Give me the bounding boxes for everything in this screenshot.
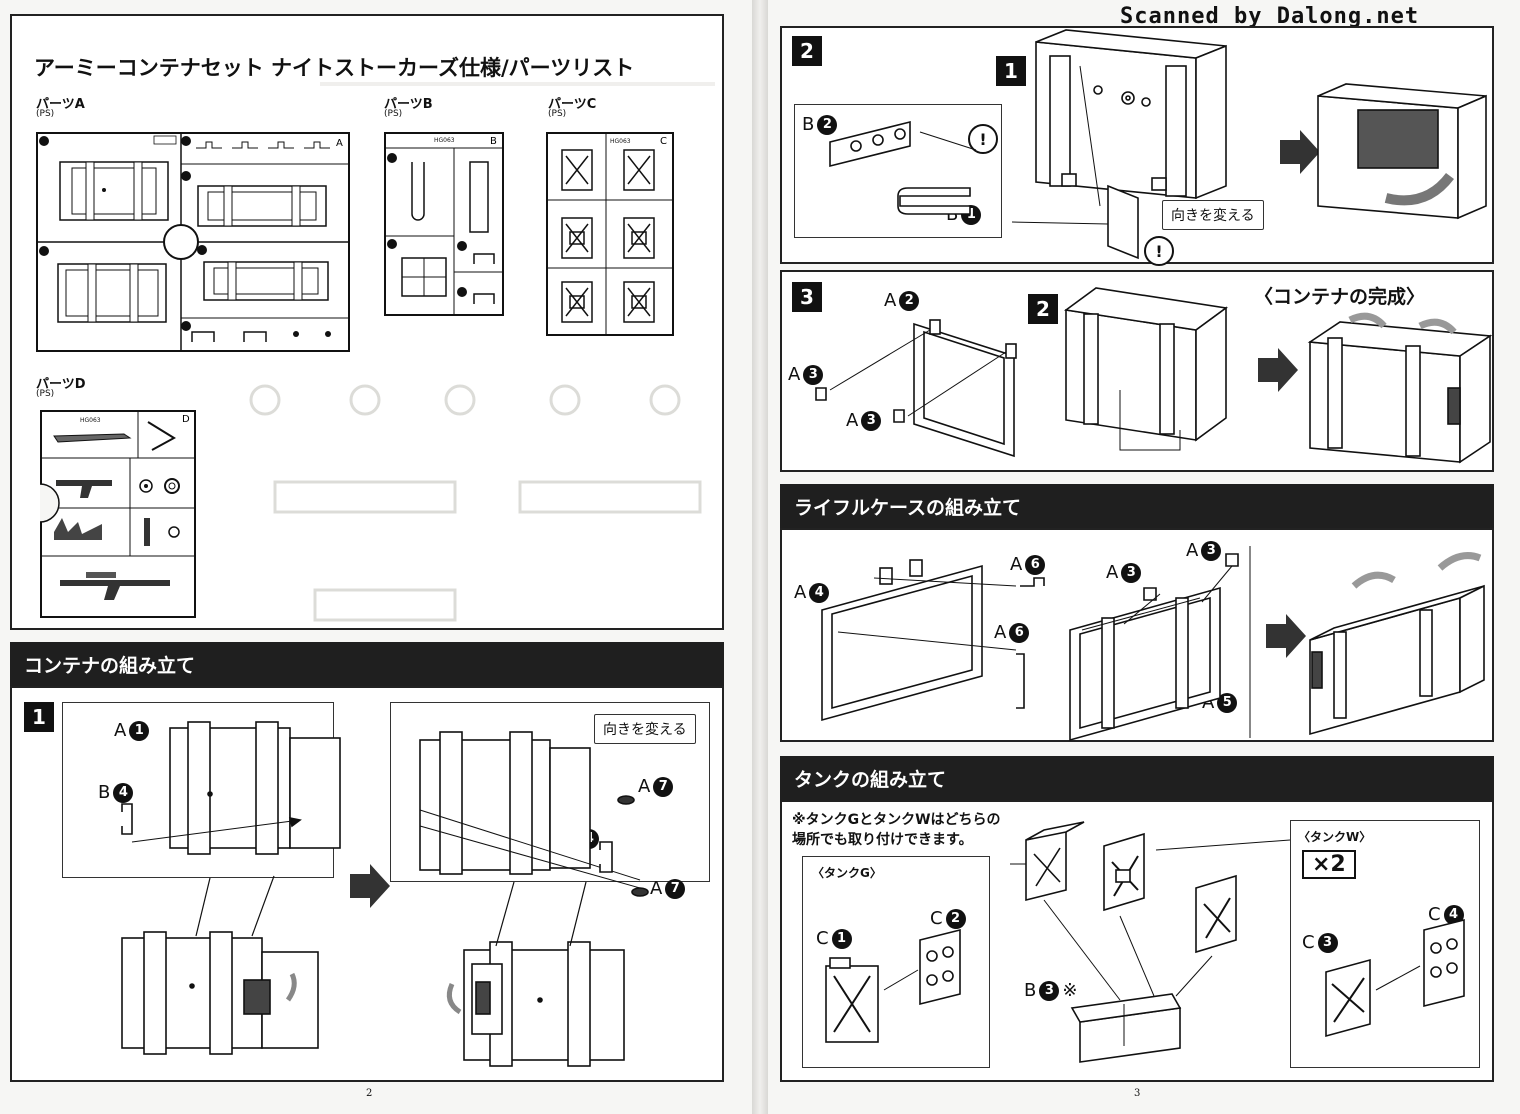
quantity-x2: ×2 [1302, 850, 1356, 879]
tank-g-label: 〈タンクG〉 [812, 866, 882, 880]
parts-b-material: (PS) [384, 109, 403, 119]
runner-b-diagram: B [384, 132, 504, 316]
rifle-case-banner: ライフルケースの組み立て [780, 484, 1494, 528]
parts-list-title: アーミーコンテナセット ナイトストーカーズ仕様/パーツリスト [34, 56, 635, 80]
caution-icon-1: ! [968, 124, 998, 154]
step2-ref-1: 1 [996, 56, 1026, 86]
left-page: アーミーコンテナセット ナイトストーカーズ仕様/パーツリスト パーツA (PS) [0, 0, 752, 1114]
turn-direction-callout-2: 向きを変える [1162, 200, 1264, 230]
container-assembly-banner: コンテナの組み立て [10, 642, 724, 686]
runner-d-code: HG063 [80, 417, 101, 424]
runner-c-code: HG063 [610, 138, 631, 145]
page-number-left: 2 [366, 1088, 373, 1099]
step-2-marker: 2 [792, 36, 822, 66]
bleed-through-marks [249, 384, 702, 622]
step-3-marker: 3 [792, 282, 822, 312]
tank-note: ※タンクGとタンクWはどちらの 場所でも取り付けできます。 [792, 812, 1001, 848]
parts-a-label: パーツA [36, 97, 85, 112]
step2-illustrations [829, 29, 1487, 260]
svg-text:D: D [182, 414, 190, 425]
tank-illustrations [825, 821, 1465, 1063]
tank-assembly-banner: タンクの組み立て [780, 756, 1494, 800]
bleed-through [320, 82, 715, 86]
step-1-marker: 1 [24, 702, 54, 732]
container-step1-illustrations [121, 721, 649, 1067]
scan-watermark: Scanned by Dalong.net [1120, 4, 1420, 29]
parts-b-label: パーツB [384, 97, 433, 112]
container-complete-label: 〈コンテナの完成〉 [1254, 286, 1426, 308]
runner-d-diagram: D [39, 410, 196, 618]
book-gutter [752, 0, 768, 1114]
rifle-case-illustrations [821, 546, 1485, 742]
right-page: Scanned by Dalong.net 2 1 B2 B1 向きを変える !… [768, 0, 1520, 1114]
parts-d-material: (PS) [36, 389, 55, 399]
parts-a-material: (PS) [36, 109, 55, 119]
parts-d-label: パーツD [36, 377, 86, 392]
runner-c-diagram: C [546, 132, 674, 336]
tank-w-label: 〈タンクW〉 [1298, 830, 1372, 844]
step3-illustrations [815, 287, 1493, 464]
runner-b-code: HG063 [434, 137, 455, 144]
step3-ref-2: 2 [1028, 294, 1058, 324]
svg-text:C: C [660, 136, 667, 147]
page-number-right: 3 [1134, 1088, 1141, 1099]
svg-text:A: A [336, 138, 343, 149]
svg-text:B: B [490, 136, 497, 147]
caution-icon-2: ! [1144, 236, 1174, 266]
runner-a-diagram: A [36, 132, 350, 352]
parts-c-label: パーツC [548, 97, 597, 112]
parts-c-material: (PS) [548, 109, 567, 119]
turn-direction-callout: 向きを変える [594, 714, 696, 744]
